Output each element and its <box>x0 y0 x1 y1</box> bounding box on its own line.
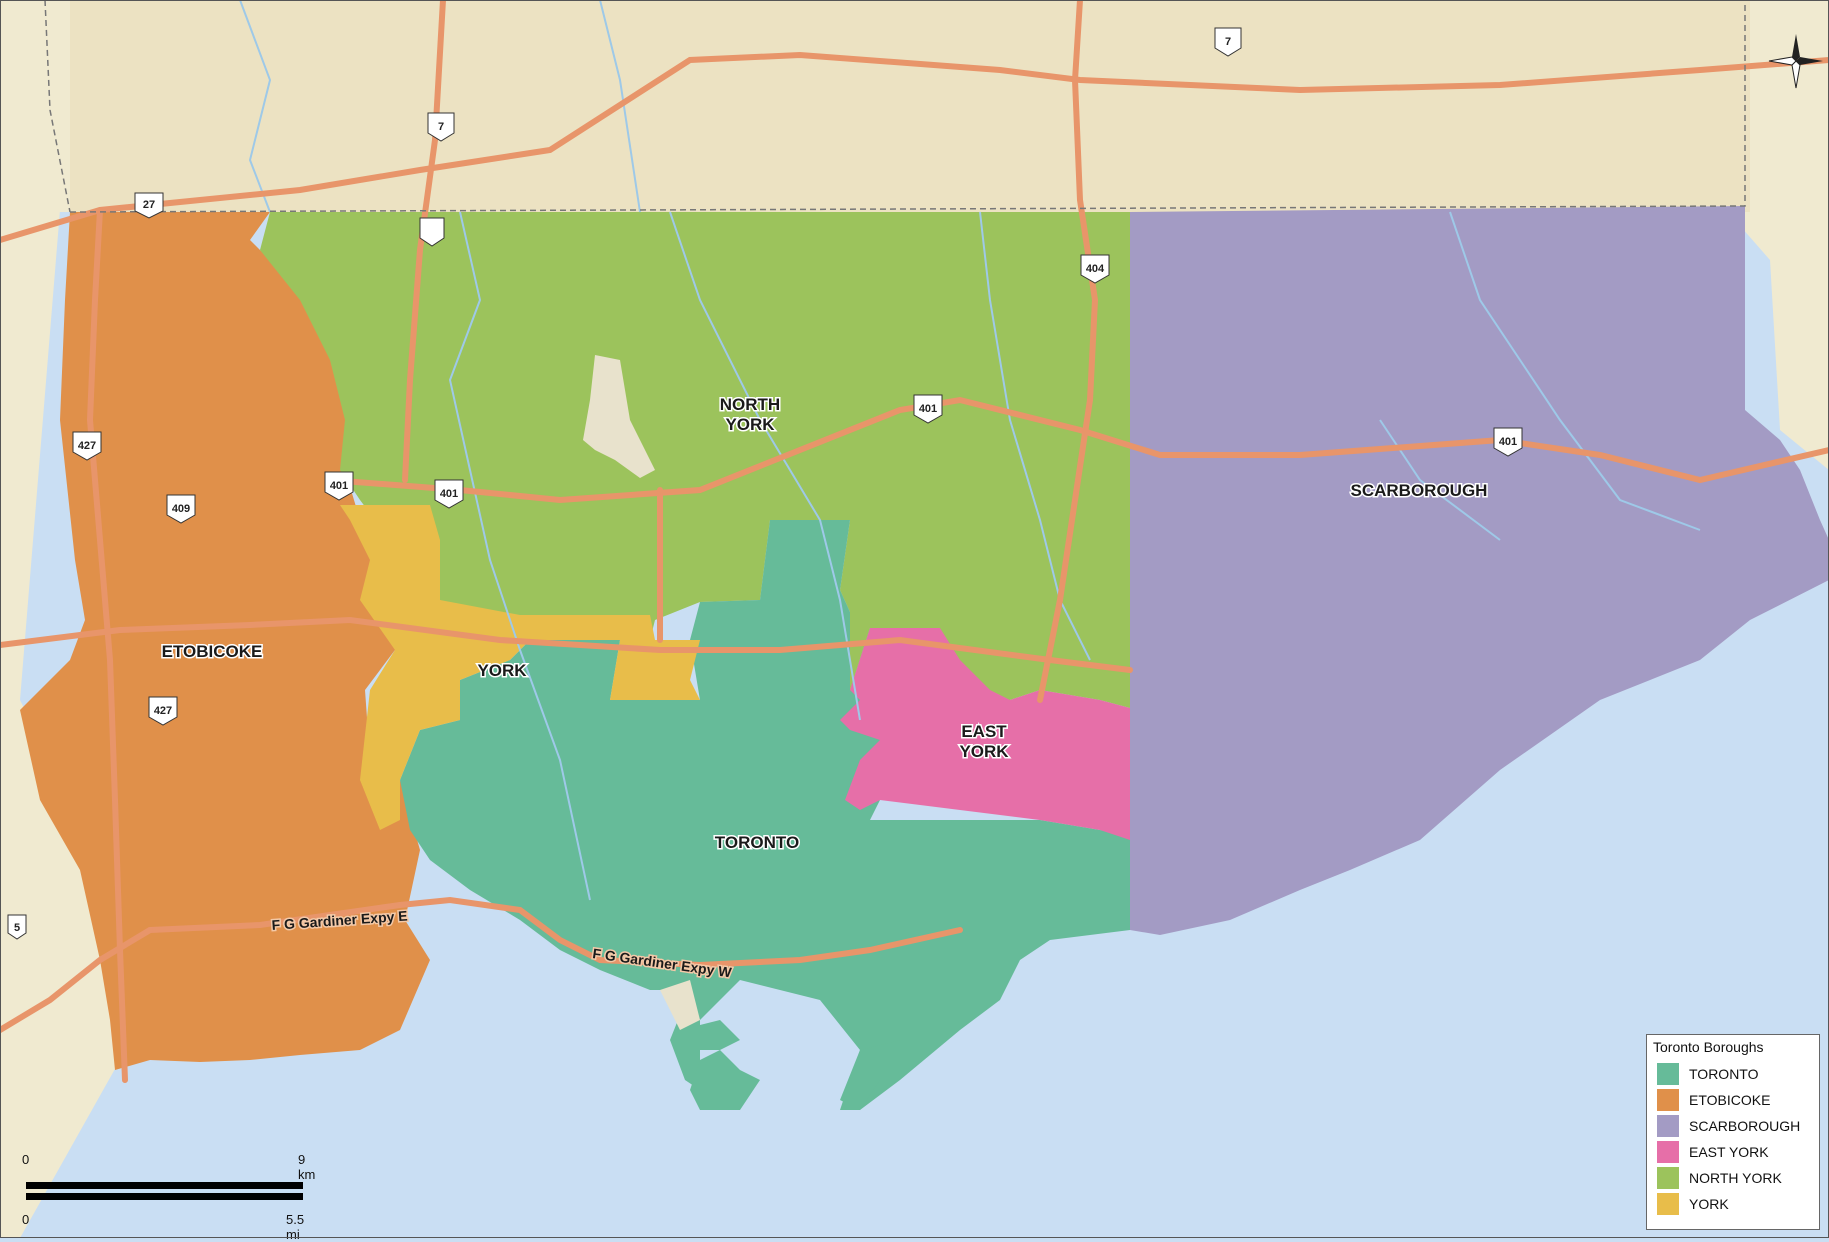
scale-bar-mi <box>26 1193 303 1200</box>
highway-shield-icon: 401 <box>1493 427 1523 457</box>
scale-zero-mi: 0 <box>22 1212 30 1227</box>
legend-label: EAST YORK <box>1689 1144 1769 1160</box>
legend-list: TORONTO ETOBICOKE SCARBOROUGH EAST YORK NORT… <box>1653 1061 1813 1217</box>
legend-item: TORONTO <box>1653 1061 1813 1087</box>
scale-bar-km <box>26 1182 303 1189</box>
svg-text:401: 401 <box>330 480 348 492</box>
legend-label: NORTH YORK <box>1689 1170 1782 1186</box>
highway-shield-icon: 427 <box>72 431 102 461</box>
highway-shield-icon: 401 <box>324 471 354 501</box>
svg-text:7: 7 <box>1225 36 1231 48</box>
borough-northyork[interactable] <box>260 212 1130 720</box>
borough-etobicoke[interactable] <box>20 212 430 1070</box>
legend-label: TORONTO <box>1689 1066 1759 1082</box>
svg-text:404: 404 <box>1086 263 1105 275</box>
highway-shield-icon: 7 <box>1214 27 1242 57</box>
york-region-inner <box>70 0 1750 212</box>
highway-shield-icon: 5 <box>7 914 27 940</box>
legend-item: YORK <box>1653 1191 1813 1217</box>
city-boundary <box>44 0 1746 213</box>
svg-text:27: 27 <box>143 199 155 211</box>
toronto-islands <box>680 1020 900 1110</box>
roads <box>0 0 1829 1083</box>
legend-label: SCARBOROUGH <box>1689 1118 1801 1134</box>
highway-shield-icon: 401 <box>434 479 464 509</box>
borough-toronto[interactable] <box>400 520 1130 1110</box>
legend-item: ETOBICOKE <box>1653 1087 1813 1113</box>
downsview-park <box>583 355 655 478</box>
legend-swatch <box>1657 1167 1679 1189</box>
highway-shield-icon: 7 <box>427 112 455 142</box>
legend-swatch <box>1657 1089 1679 1111</box>
highway-shields: 7 7 27 404 401 401 401 401 427 427 409 5 <box>7 27 1523 940</box>
svg-text:401: 401 <box>919 403 937 415</box>
borough-label-york: YORK <box>477 661 527 680</box>
legend-swatch <box>1657 1115 1679 1137</box>
svg-text:401: 401 <box>1499 436 1517 448</box>
borough-scarborough[interactable] <box>1130 206 1829 935</box>
svg-text:427: 427 <box>154 705 172 717</box>
highway-shield-icon: 427 <box>148 696 178 726</box>
borough-label-toronto: TORONTO <box>715 833 799 852</box>
legend-item: SCARBOROUGH <box>1653 1113 1813 1139</box>
legend-swatch <box>1657 1063 1679 1085</box>
scale-bar: 0 9 km 0 5.5 mi <box>20 1146 320 1242</box>
legend-label: YORK <box>1689 1196 1729 1212</box>
borough-label-etobicoke: ETOBICOKE <box>162 642 263 661</box>
scale-km-label: 9 km <box>298 1152 316 1182</box>
highway-shield-icon: 409 <box>166 494 196 524</box>
legend-label: ETOBICOKE <box>1689 1092 1771 1108</box>
svg-text:427: 427 <box>78 440 96 452</box>
svg-text:401: 401 <box>440 488 458 500</box>
highway-shield-icon: 401 <box>913 394 943 424</box>
svg-text:5: 5 <box>14 922 20 934</box>
borough-eastyork[interactable] <box>840 628 1130 840</box>
legend-title: Toronto Boroughs <box>1653 1039 1764 1055</box>
rivers <box>239 0 1701 901</box>
highway-shield-icon: 404 <box>1080 254 1110 284</box>
ontario-place <box>660 980 700 1030</box>
north-arrow-icon <box>1767 32 1825 95</box>
scale-zero-km: 0 <box>22 1152 30 1167</box>
highway-shield-icon: 27 <box>134 192 164 219</box>
borough-label-scarborough: SCARBOROUGH <box>1351 481 1488 500</box>
legend-swatch <box>1657 1141 1679 1163</box>
legend-swatch <box>1657 1193 1679 1215</box>
highway-shield-icon <box>419 217 445 247</box>
legend-item: EAST YORK <box>1653 1139 1813 1165</box>
borough-york[interactable] <box>340 505 700 830</box>
svg-text:7: 7 <box>438 121 444 133</box>
svg-text:409: 409 <box>172 503 190 515</box>
legend: Toronto Boroughs TORONTO ETOBICOKE SCARBOR… <box>1646 1034 1820 1230</box>
legend-item: NORTH YORK <box>1653 1165 1813 1191</box>
